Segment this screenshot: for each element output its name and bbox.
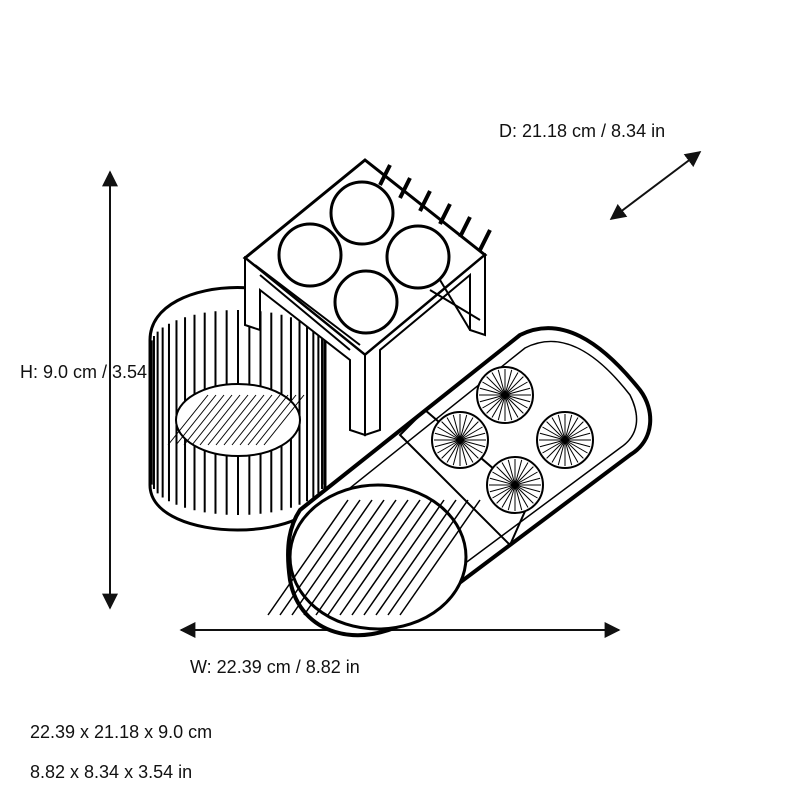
wireframe-line bbox=[167, 394, 209, 446]
wireframe-line bbox=[418, 190, 432, 212]
wireframe-line bbox=[398, 177, 412, 199]
wireframe-line bbox=[267, 499, 349, 616]
wireframe-line bbox=[183, 394, 225, 446]
wireframe-line bbox=[363, 499, 445, 616]
wireframe-line bbox=[339, 499, 421, 616]
wireframe-line bbox=[215, 394, 257, 446]
width-label: W: 22.39 cm / 8.82 in bbox=[190, 657, 360, 677]
wireframe-line bbox=[255, 394, 297, 446]
wireframe-line bbox=[351, 499, 433, 616]
wireframe-line bbox=[247, 394, 289, 446]
wireframe-line bbox=[489, 477, 541, 493]
wireframe-line bbox=[327, 499, 409, 616]
wireframe-line bbox=[539, 432, 591, 448]
wireframe-line bbox=[263, 394, 305, 446]
wireframe-line bbox=[239, 394, 281, 446]
cup-holder-model bbox=[242, 158, 492, 437]
summary-in: 8.82 x 8.34 x 3.54 in bbox=[30, 762, 193, 782]
wireframe-line bbox=[458, 216, 472, 238]
wireframe-line bbox=[291, 499, 373, 616]
wireframe-line bbox=[375, 499, 457, 616]
wireframe-line bbox=[479, 387, 531, 403]
wireframe-line bbox=[223, 394, 265, 446]
wireframe-line bbox=[315, 499, 397, 616]
cylinder-model bbox=[148, 286, 327, 532]
wireframe-line bbox=[434, 432, 486, 448]
wireframe-line bbox=[279, 499, 361, 616]
wireframe-line bbox=[175, 394, 217, 446]
depth-label: D: 21.18 cm / 8.34 in bbox=[499, 121, 666, 141]
wireframe-line bbox=[387, 499, 469, 616]
summary-cm: 22.39 x 21.18 x 9.0 cm bbox=[30, 722, 213, 742]
wireframe-line bbox=[438, 203, 452, 225]
wireframe-line bbox=[478, 229, 492, 251]
wireframe-line bbox=[199, 394, 241, 446]
tray-model bbox=[267, 326, 653, 638]
depth-arrow bbox=[609, 151, 702, 220]
wireframe-line bbox=[207, 394, 249, 446]
wireframe-line bbox=[231, 394, 273, 446]
wireframe-line bbox=[303, 499, 385, 616]
height-label: H: 9.0 cm / 3.54 in bbox=[20, 362, 167, 382]
wireframe-line bbox=[191, 394, 233, 446]
wireframe-line bbox=[399, 499, 481, 616]
wireframe-line bbox=[378, 164, 392, 186]
